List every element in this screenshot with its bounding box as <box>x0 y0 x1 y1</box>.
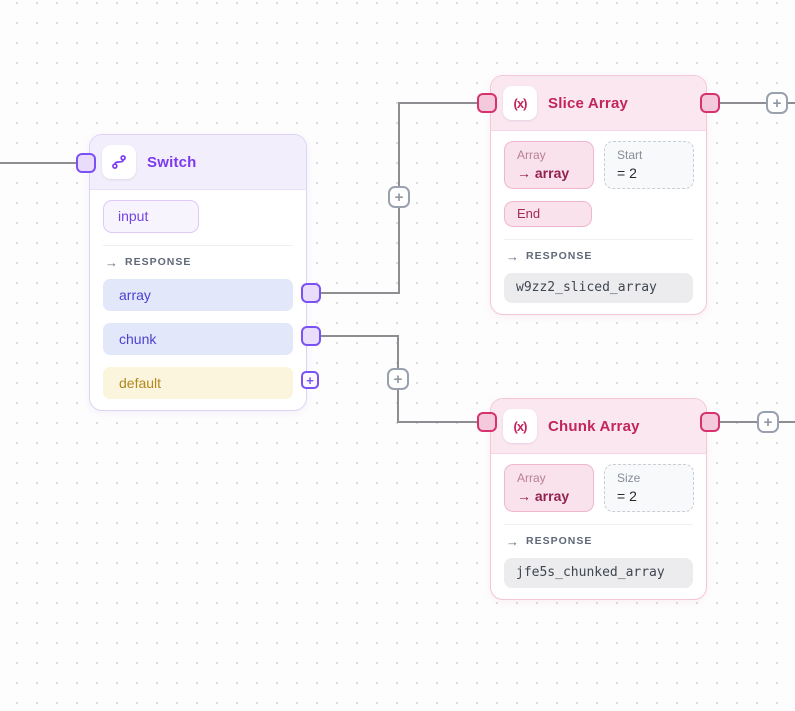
switch-input-chip[interactable]: input <box>103 200 199 233</box>
param-value: = 2 <box>617 488 637 504</box>
chunk-header: (x) Chunk Array <box>491 399 706 454</box>
edge-add-button-array-slice[interactable]: + <box>388 186 410 208</box>
edge-add-button-chunk-out[interactable]: + <box>757 411 779 433</box>
divider <box>103 245 293 246</box>
switch-chunk-handle[interactable] <box>301 326 321 346</box>
response-label: → RESPONSE <box>506 533 691 549</box>
param-value: → array <box>517 488 570 504</box>
response-label-text: RESPONSE <box>526 535 593 547</box>
param-value: = 2 <box>617 165 637 181</box>
switch-input-handle[interactable] <box>76 153 96 173</box>
arrow-icon: → <box>105 254 118 270</box>
param-value: → array <box>517 165 570 181</box>
arrow-icon: → <box>506 533 519 549</box>
divider <box>504 524 693 525</box>
slice-param-start[interactable]: Start = 2 <box>604 141 694 189</box>
response-label-text: RESPONSE <box>125 256 192 268</box>
slice-param-end[interactable]: End <box>504 201 592 227</box>
response-label: → RESPONSE <box>105 254 291 270</box>
node-title: Chunk Array <box>548 417 640 435</box>
param-label: Array <box>517 471 546 485</box>
switch-header: Switch <box>90 135 306 190</box>
branch-icon <box>102 145 136 179</box>
chunk-response-value[interactable]: jfe5s_chunked_array <box>504 558 693 588</box>
switch-output-array[interactable]: array <box>103 279 293 311</box>
node-slice-array[interactable]: (x) Slice Array Array → array Start = 2 … <box>490 75 707 315</box>
chunk-input-handle[interactable] <box>477 412 497 432</box>
slice-response-value[interactable]: w9zz2_sliced_array <box>504 273 693 303</box>
slice-output-handle[interactable] <box>700 93 720 113</box>
slice-input-handle[interactable] <box>477 93 497 113</box>
param-label: Start <box>617 148 643 162</box>
arrow-icon: → <box>506 248 519 264</box>
function-icon: (x) <box>503 409 537 443</box>
switch-output-chunk[interactable]: chunk <box>103 323 293 355</box>
node-switch[interactable]: Switch input → RESPONSE array chunk defa… <box>89 134 307 411</box>
node-title: Switch <box>147 153 197 171</box>
param-label: Size <box>617 471 641 485</box>
edge-add-button-slice-out[interactable]: + <box>766 92 788 114</box>
function-icon: (x) <box>503 86 537 120</box>
chunk-output-handle[interactable] <box>700 412 720 432</box>
switch-output-default[interactable]: default <box>103 367 293 399</box>
node-chunk-array[interactable]: (x) Chunk Array Array → array Size = 2 →… <box>490 398 707 600</box>
response-label: → RESPONSE <box>506 248 691 264</box>
slice-header: (x) Slice Array <box>491 76 706 131</box>
switch-array-handle[interactable] <box>301 283 321 303</box>
response-label-text: RESPONSE <box>526 250 593 262</box>
node-title: Slice Array <box>548 94 629 112</box>
chunk-param-size[interactable]: Size = 2 <box>604 464 694 512</box>
edge-add-button-chunk-chunk[interactable]: + <box>387 368 409 390</box>
switch-default-add-button[interactable]: + <box>301 371 319 389</box>
divider <box>504 239 693 240</box>
slice-param-array[interactable]: Array → array <box>504 141 594 189</box>
chunk-param-array[interactable]: Array → array <box>504 464 594 512</box>
param-label: End <box>517 206 541 221</box>
param-label: Array <box>517 148 546 162</box>
